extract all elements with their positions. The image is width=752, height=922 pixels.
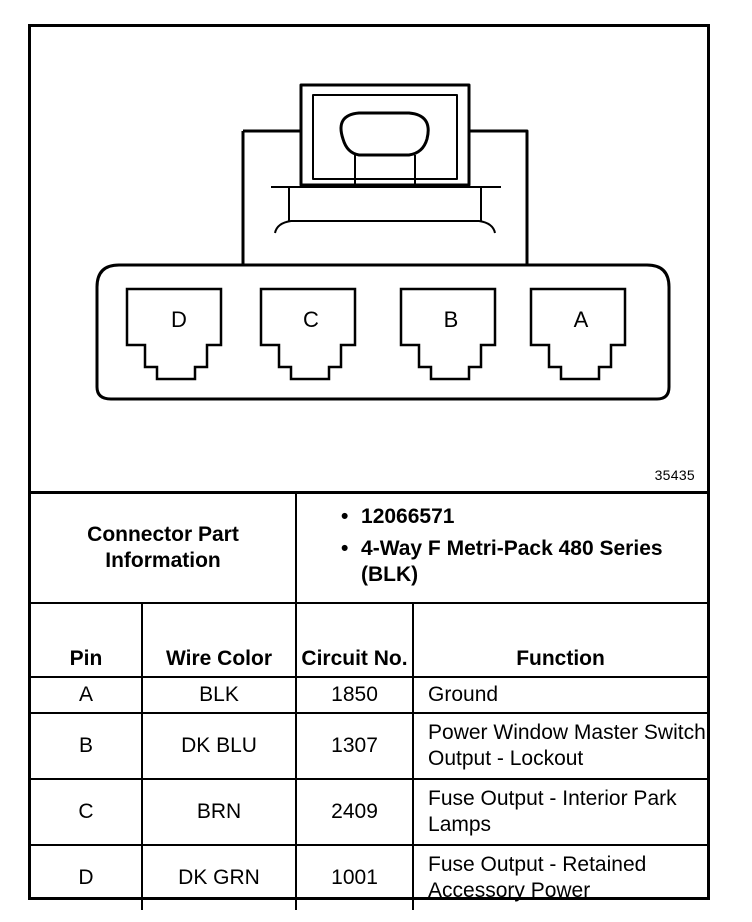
part-number-item: • 12066571 (341, 505, 455, 528)
cavity-label-c: C (303, 307, 319, 332)
circuit-cell: 1307 (295, 712, 415, 780)
latch-outer (299, 83, 471, 187)
part-info-label: Connector Part Information (31, 491, 298, 604)
table-row: A BLK 1850 Ground (31, 676, 708, 714)
table-row: C BRN 2409 Fuse Output - Interior Park L… (31, 778, 708, 846)
circuit-cell: 1001 (295, 844, 415, 910)
bullet-icon: • (341, 505, 349, 528)
cavity-label-b: B (444, 307, 459, 332)
cavity-b (399, 287, 497, 381)
function-cell: Fuse Output - Retained Accessory Power (412, 844, 708, 910)
cavity-label-d: D (171, 307, 187, 332)
wire-color-cell: BRN (140, 778, 298, 846)
function-cell: Power Window Master Switch Output - Lock… (412, 712, 708, 780)
header-circuit-no: Circuit No. (295, 602, 415, 678)
table-row: D DK GRN 1001 Fuse Output - Retained Acc… (31, 844, 708, 910)
header-function: Function (412, 602, 708, 678)
table-header: Pin Wire Color Circuit No. Function (31, 602, 708, 678)
wire-color-cell: DK BLU (140, 712, 298, 780)
pin-cell: C (31, 778, 143, 846)
table-row: B DK BLU 1307 Power Window Master Switch… (31, 712, 708, 780)
function-cell: Fuse Output - Interior Park Lamps (412, 778, 708, 846)
pin-cell: A (31, 676, 143, 714)
connector-diagram: D C B A 35435 (31, 27, 707, 491)
cavity-c (259, 287, 357, 381)
wire-color-cell: BLK (140, 676, 298, 714)
bullet-icon: • (341, 537, 349, 560)
figure-number: 35435 (654, 467, 695, 483)
part-info-details: • 12066571 • 4-Way F Metri-Pack 480 Seri… (295, 491, 708, 604)
connector-drawing: D C B A (95, 83, 671, 401)
cavity-a (529, 287, 627, 381)
latch-slot (339, 111, 430, 157)
latch-inner (312, 94, 458, 180)
header-wire-color: Wire Color (140, 602, 298, 678)
cavity-label-a: A (574, 307, 589, 332)
pin-cell: B (31, 712, 143, 780)
housing-lower (95, 263, 671, 401)
function-cell: Ground (412, 676, 708, 714)
wire-color-cell: DK GRN (140, 844, 298, 910)
circuit-cell: 1850 (295, 676, 415, 714)
part-info-row: Connector Part Information • 12066571 • … (31, 491, 708, 604)
housing-upper (241, 129, 529, 265)
cavity-d (125, 287, 223, 381)
circuit-cell: 2409 (295, 778, 415, 846)
connector-info-table: Connector Part Information • 12066571 • … (31, 491, 708, 910)
pin-cell: D (31, 844, 143, 910)
part-description-item: • 4-Way F Metri-Pack 480 Series (BLK) (341, 537, 663, 586)
header-pin: Pin (31, 602, 143, 678)
connector-sheet: D C B A 35435 Connector Part Information… (28, 24, 710, 910)
